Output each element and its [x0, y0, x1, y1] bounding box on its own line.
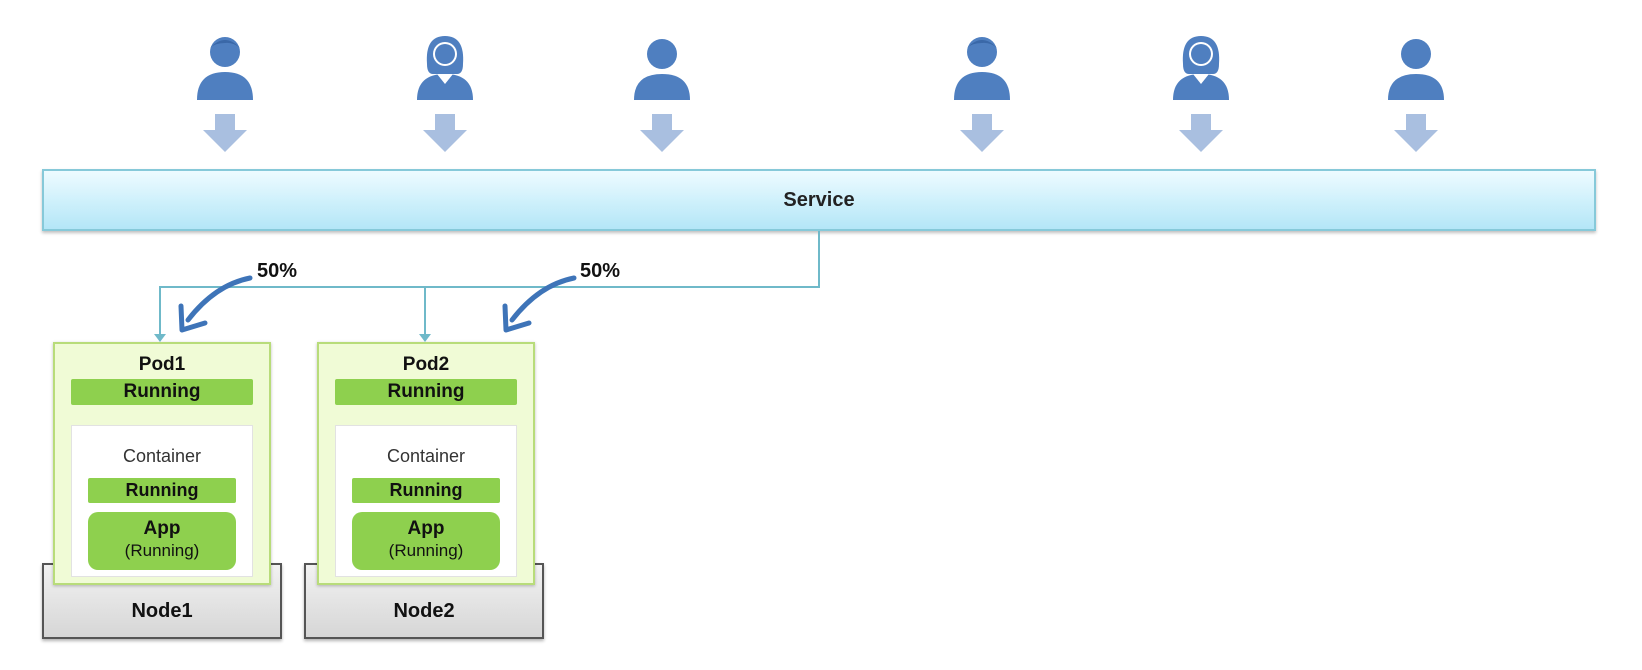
- container-status-badge: Running: [352, 478, 500, 503]
- user-male-icon: [197, 37, 253, 152]
- app-name: App: [143, 518, 181, 539]
- container-box: Container Running App (Running): [335, 425, 517, 577]
- app-box: App (Running): [352, 512, 500, 570]
- container-label: Container: [386, 446, 466, 466]
- user-female-icon: [1173, 36, 1229, 152]
- user-generic-icon: [634, 39, 690, 152]
- connector-arrowhead-pod1: [154, 334, 166, 342]
- service-to-pods-connector: [159, 231, 820, 336]
- user-generic-icon: [1388, 39, 1444, 152]
- pod-2: Pod2 Running Container Running App (Runn…: [317, 342, 535, 585]
- node-label: Node1: [131, 600, 193, 622]
- app-box: App (Running): [88, 512, 236, 570]
- connector-arrowhead-pod2: [419, 334, 431, 342]
- node-label: Node2: [393, 600, 455, 622]
- pod-title: Pod2: [402, 354, 450, 375]
- container-box: Container Running App (Running): [71, 425, 253, 577]
- user-1: [193, 34, 257, 154]
- traffic-share-label-2: 50%: [580, 260, 621, 282]
- user-4: [950, 34, 1014, 154]
- curved-arrow-pod1: [178, 275, 253, 333]
- user-male-icon: [954, 37, 1010, 152]
- pod-title: Pod1: [138, 354, 186, 375]
- app-status: (Running): [124, 541, 200, 560]
- user-5: [1169, 34, 1233, 154]
- traffic-share-label-1: 50%: [257, 260, 298, 282]
- service-bar: Service: [42, 169, 1596, 231]
- user-3: [630, 34, 694, 154]
- curved-arrow-pod2: [502, 275, 577, 333]
- container-label: Container: [122, 446, 202, 466]
- app-name: App: [407, 518, 445, 539]
- service-label: Service: [783, 188, 855, 211]
- pod-status-badge: Running: [71, 379, 253, 405]
- pod-status-badge: Running: [335, 379, 517, 405]
- user-6: [1384, 34, 1448, 154]
- user-2: [413, 34, 477, 154]
- user-female-icon: [417, 36, 473, 152]
- container-status-badge: Running: [88, 478, 236, 503]
- pod-1: Pod1 Running Container Running App (Runn…: [53, 342, 271, 585]
- app-status: (Running): [388, 541, 464, 560]
